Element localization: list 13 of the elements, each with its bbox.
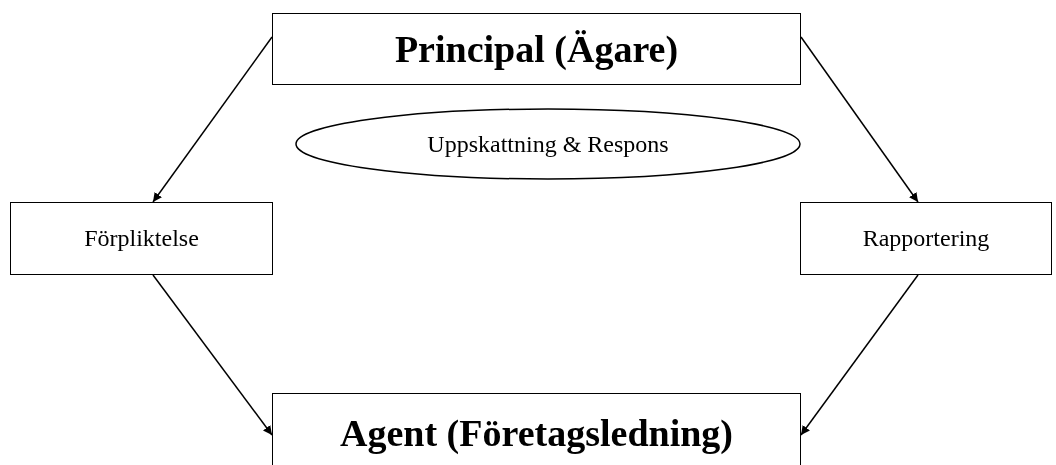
arrow <box>800 36 919 203</box>
node-text: Uppskattning & Respons <box>427 130 669 158</box>
arrow <box>152 274 273 436</box>
arrow <box>800 274 919 436</box>
principal-box <box>272 13 801 85</box>
agent-box <box>272 393 801 465</box>
process-box <box>800 202 1052 275</box>
process-box <box>10 202 273 275</box>
node-text: Rapportering <box>862 225 990 252</box>
arrow <box>152 36 273 203</box>
node-text: Förpliktelse <box>84 225 199 252</box>
node-text: Principal (Ägare) <box>394 27 679 71</box>
node-text: Agent (Företagsledning) <box>340 411 733 455</box>
